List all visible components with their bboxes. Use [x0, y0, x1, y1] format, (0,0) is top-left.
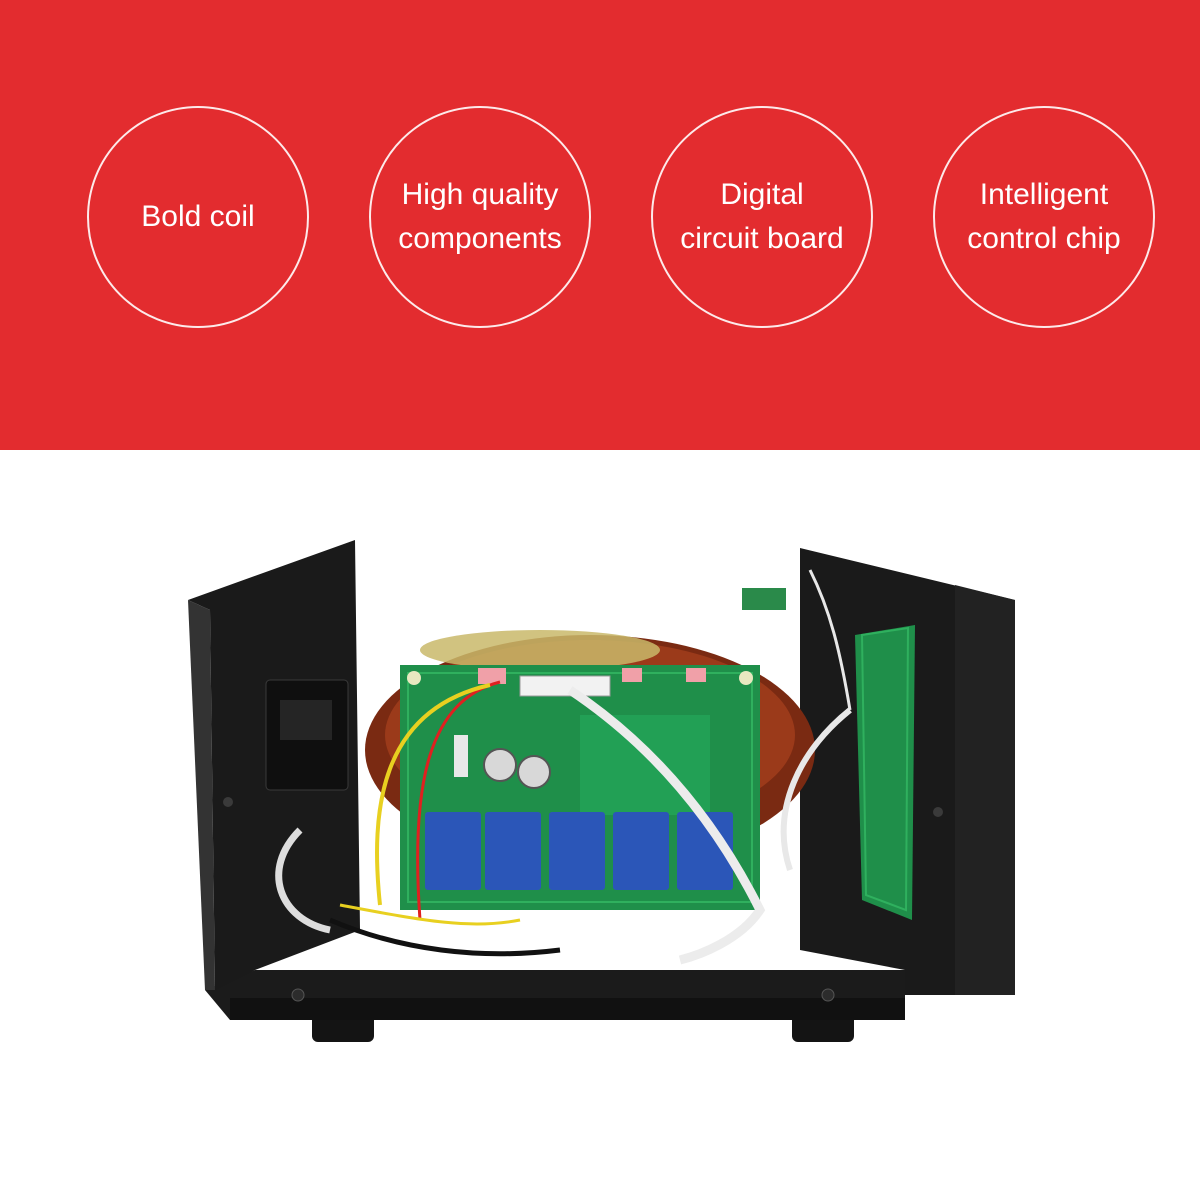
- relay-row: [425, 812, 733, 890]
- feature-circle-circuit-board: Digital circuit board: [651, 106, 873, 328]
- product-photo: [0, 450, 1200, 1200]
- screw-hole: [291, 988, 305, 1002]
- ribbon-cable: [567, 686, 766, 965]
- capacitor: [517, 755, 551, 789]
- feature-label: Intelligent control chip: [967, 178, 1121, 255]
- stabilizer-illustration: [188, 540, 1015, 1042]
- feature-circle-components: High quality components: [369, 106, 591, 328]
- feature-label: Bold coil: [141, 200, 255, 233]
- features-banner: Bold coil High quality components Digita…: [0, 0, 1200, 450]
- display-board: [855, 625, 915, 920]
- relay: [549, 812, 605, 890]
- connector: [478, 668, 506, 684]
- feature-circle-control-chip: Intelligent control chip: [933, 106, 1155, 328]
- yellow-wire: [375, 683, 491, 906]
- feature-label: Digital circuit board: [680, 178, 844, 255]
- screw-hole: [223, 797, 233, 807]
- feature-label: High quality components: [398, 178, 562, 255]
- relay: [485, 812, 541, 890]
- screw-hole: [933, 807, 943, 817]
- ribbon-connector: [519, 675, 611, 697]
- capacitor: [483, 748, 517, 782]
- red-wire: [416, 680, 501, 921]
- relay: [613, 812, 669, 890]
- screw-hole: [821, 988, 835, 1002]
- sensor-board: [742, 588, 786, 610]
- feature-circle-bold-coil: Bold coil: [87, 106, 309, 328]
- relay: [425, 812, 481, 890]
